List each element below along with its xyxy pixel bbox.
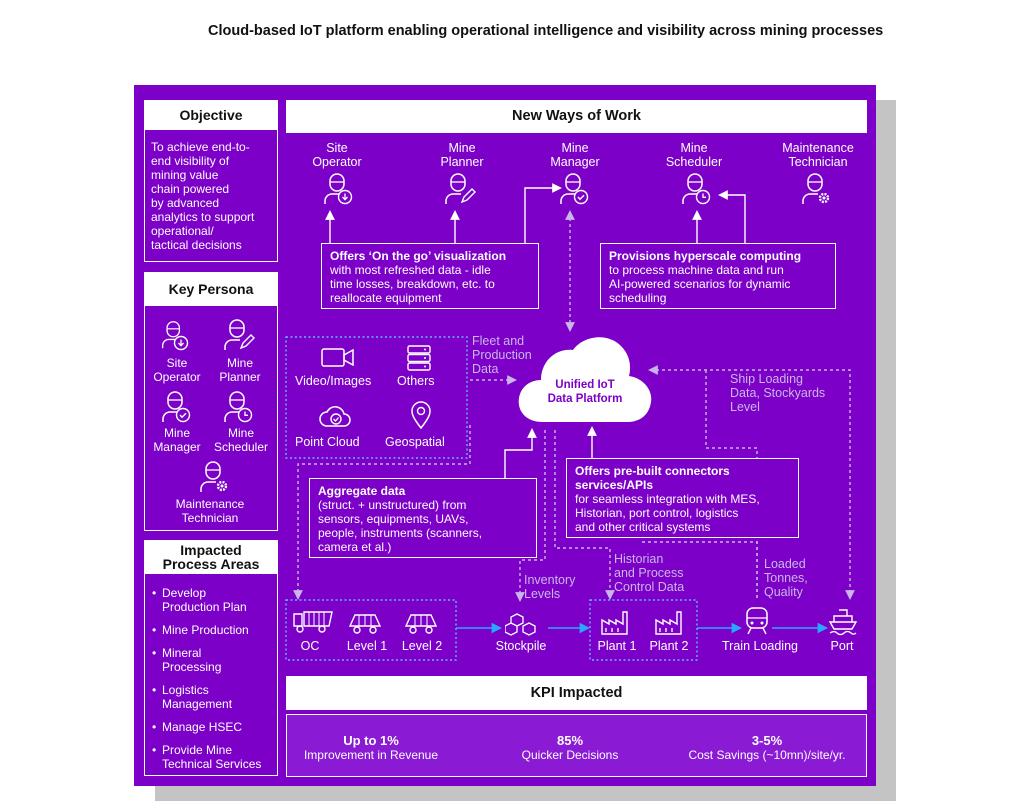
process-plant-2: Plant 2 [649, 639, 689, 653]
list-item: Manage HSEC [152, 720, 277, 734]
source-others: Others [397, 374, 435, 388]
kpi-value-cost-savings: 3-5% [751, 733, 783, 748]
location-pin-icon [411, 401, 431, 430]
process-train-loading: Train Loading [722, 639, 798, 653]
kpi-value-decisions: 85% [556, 733, 584, 748]
impacted-list: Develop Production Plan Mine Production … [152, 586, 277, 780]
process-level-1: Level 1 [346, 639, 388, 653]
source-video-images: Video/Images [295, 374, 372, 388]
page-title: Cloud-based IoT platform enabling operat… [208, 23, 884, 39]
kpi-heading: KPI Impacted [286, 676, 867, 710]
site-operator-persona-icon [160, 318, 189, 351]
mine-scheduler-persona-icon [222, 390, 253, 424]
mine-planner-icon [443, 172, 476, 206]
source-geospatial: Geospatial [385, 435, 445, 449]
mine-manager-persona-icon [160, 390, 191, 424]
cloud-icon [518, 337, 652, 422]
key-persona-heading: Key Persona [144, 272, 278, 306]
list-item: Develop Production Plan [152, 586, 262, 614]
objective-heading: Objective [144, 100, 278, 130]
plant-factory-icon [655, 611, 682, 635]
dump-truck-icon [348, 614, 382, 634]
process-stockpile: Stockpile [495, 639, 547, 653]
stockpile-cubes-icon [505, 613, 536, 636]
point-cloud-icon [319, 406, 351, 427]
list-item: Mine Production [152, 623, 277, 637]
maintenance-technician-persona-icon [198, 460, 228, 494]
kpi-box [286, 714, 867, 777]
haul-truck-icon [293, 611, 333, 633]
kpi-label-decisions: Quicker Decisions [521, 748, 619, 762]
video-camera-icon [321, 348, 354, 367]
list-item: Mineral Processing [152, 646, 242, 674]
mine-scheduler-icon [680, 172, 711, 206]
list-item: Logistics Management [152, 683, 242, 711]
mine-manager-icon [558, 172, 589, 206]
train-icon [746, 607, 768, 635]
source-point-cloud: Point Cloud [295, 435, 360, 449]
maintenance-technician-icon [800, 172, 830, 206]
process-oc: OC [300, 639, 320, 653]
dump-truck-icon [404, 614, 438, 634]
site-operator-icon [322, 172, 353, 206]
new-ways-heading: New Ways of Work [286, 100, 867, 133]
callout-hyperscale: Provisions hyperscale computing to proce… [600, 243, 836, 309]
mine-planner-persona-icon [222, 318, 255, 352]
list-item: Provide Mine Technical Services [152, 743, 277, 771]
ship-icon [828, 609, 858, 636]
process-level-2: Level 2 [401, 639, 443, 653]
process-plant-1: Plant 1 [597, 639, 637, 653]
kpi-value-revenue: Up to 1% [343, 733, 399, 748]
plant-factory-icon [601, 611, 628, 635]
callout-aggregate: Aggregate data (struct. + unstructured) … [309, 478, 537, 558]
kpi-label-cost-savings: Cost Savings (~10mn)/site/yr. [688, 748, 846, 762]
database-server-icon [407, 345, 431, 371]
kpi-label-revenue: Improvement in Revenue [303, 748, 439, 762]
callout-visualization: Offers ‘On the go’ visualization with mo… [321, 243, 539, 309]
process-port: Port [830, 639, 854, 653]
